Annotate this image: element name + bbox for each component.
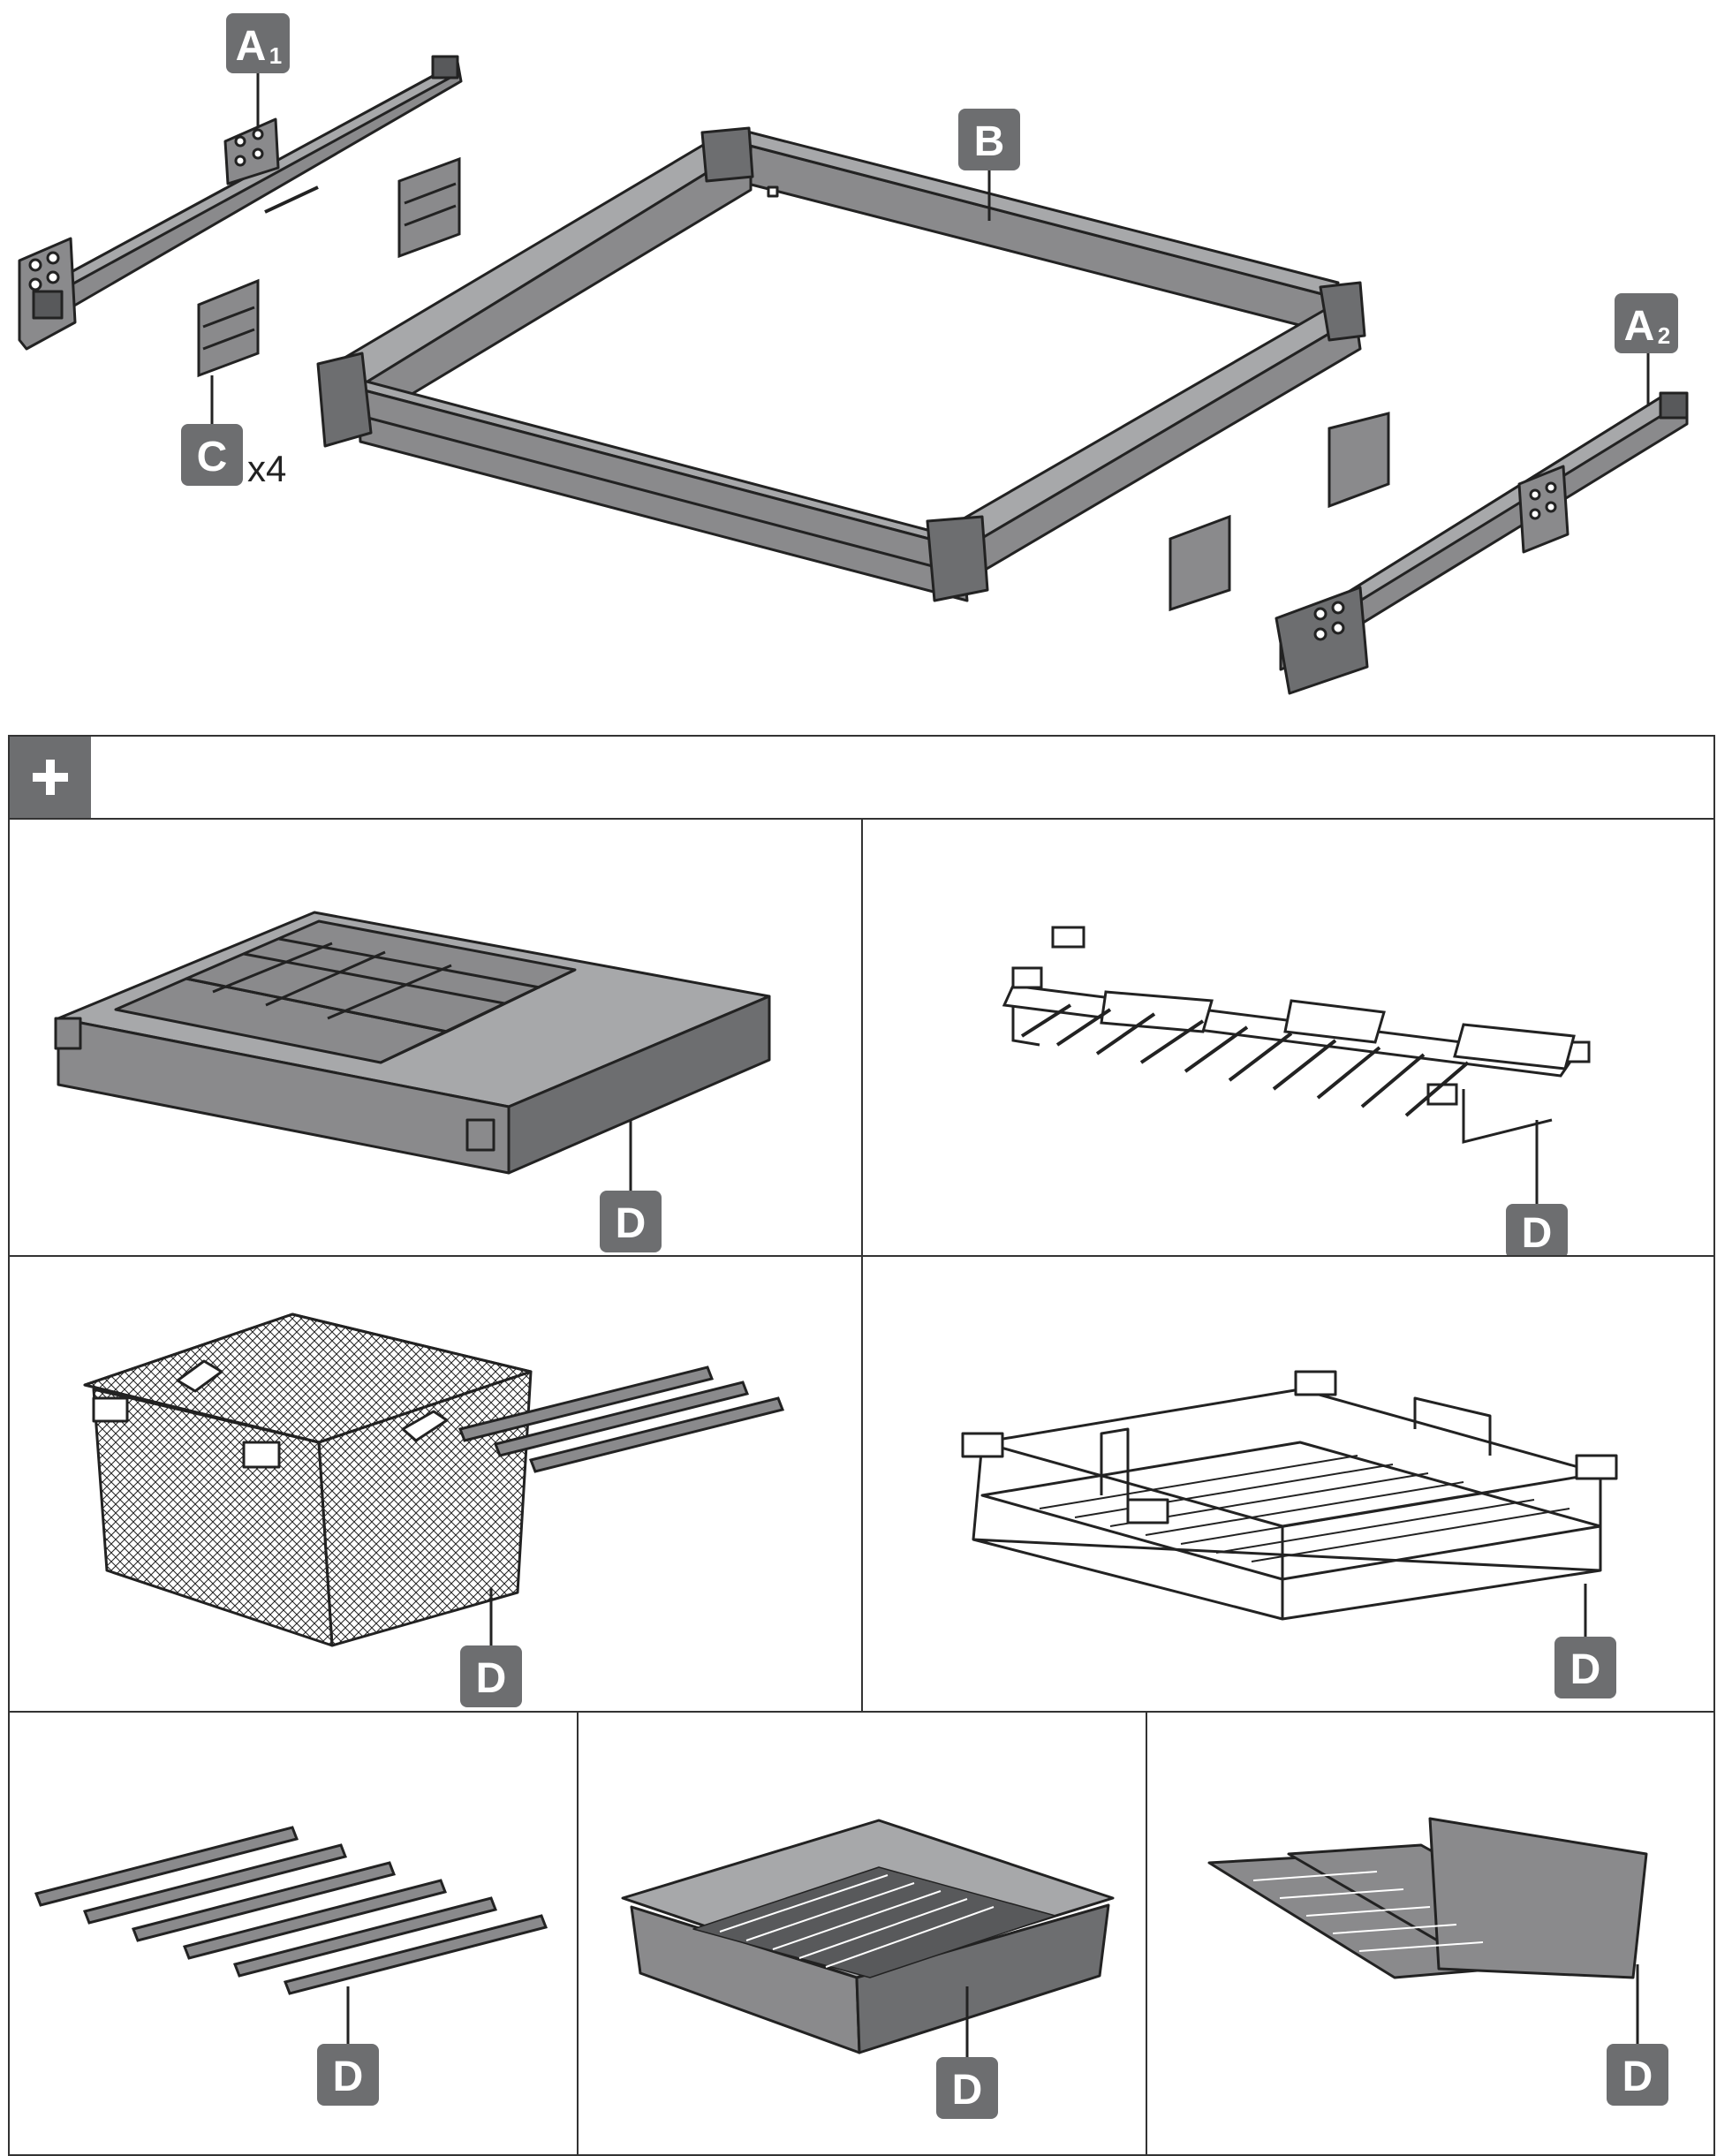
svg-text:B: B <box>974 118 1005 165</box>
accessories-panel: D <box>8 735 1715 2156</box>
svg-text:D: D <box>476 1655 507 1702</box>
label-b: B <box>958 109 1020 221</box>
label-d: D <box>1554 1637 1616 1698</box>
accessories-header <box>8 735 1715 820</box>
divider-plate-c-1 <box>397 156 461 259</box>
label-d: D <box>1506 1204 1568 1257</box>
drawer-frame-b <box>316 126 1366 602</box>
svg-text:x4: x4 <box>247 448 286 489</box>
drawer-runner-left <box>18 55 463 351</box>
label-a2: A 2 <box>1615 293 1678 406</box>
label-c: C x4 <box>181 375 286 489</box>
svg-text:D: D <box>616 1200 647 1247</box>
plus-icon <box>10 737 91 818</box>
accessory-wire-basket: D <box>861 1255 1715 1713</box>
svg-text:A: A <box>236 23 267 70</box>
divider-plate-c-4 <box>1169 514 1231 612</box>
accessory-compartment-tray: D <box>8 818 863 1257</box>
svg-text:D: D <box>1522 1210 1553 1257</box>
accessory-trouser-rack: D <box>861 818 1715 1257</box>
main-kit-diagram: A 1 C x4 <box>18 13 1689 695</box>
accessory-mesh-basket: D <box>8 1255 863 1713</box>
divider-plate-c-2 <box>197 278 260 378</box>
svg-text:D: D <box>333 2054 364 2100</box>
svg-text:D: D <box>1570 1646 1601 1693</box>
divider-plate-c-3 <box>1327 412 1390 509</box>
label-a1: A 1 <box>226 13 290 132</box>
accessory-perforated-tray: D <box>577 1711 1147 2156</box>
drawer-runner-right <box>1275 391 1689 695</box>
svg-text:1: 1 <box>269 42 282 69</box>
label-d: D <box>317 2044 379 2106</box>
accessory-shoe-shelves: D <box>1146 1711 1715 2156</box>
label-d: D <box>600 1191 662 1252</box>
label-d: D <box>936 2057 998 2119</box>
svg-text:D: D <box>1622 2054 1653 2100</box>
svg-text:D: D <box>952 2067 983 2114</box>
label-d: D <box>1607 2044 1668 2106</box>
svg-text:2: 2 <box>1658 322 1670 349</box>
label-d: D <box>460 1645 522 1707</box>
svg-text:C: C <box>197 434 228 480</box>
accessory-hanger-rails: D <box>8 1711 579 2156</box>
svg-text:A: A <box>1624 303 1655 350</box>
